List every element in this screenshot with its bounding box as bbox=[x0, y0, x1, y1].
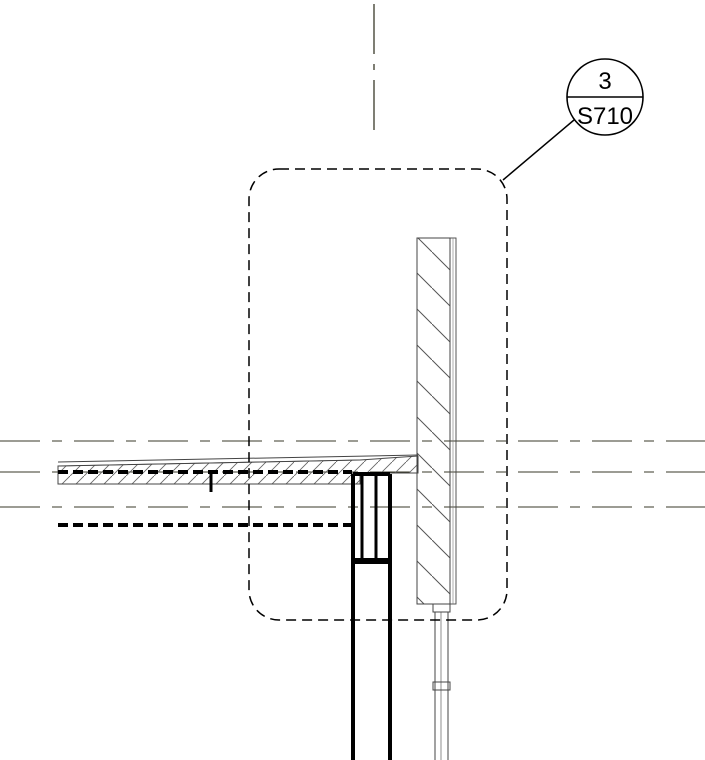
floor-slab bbox=[57, 454, 419, 485]
window-mullion bbox=[432, 603, 451, 760]
wall-panel bbox=[416, 237, 457, 605]
detail-callout-bubble[interactable]: 3 S710 bbox=[566, 58, 644, 136]
sheet-number: S710 bbox=[577, 103, 633, 130]
callout-leader bbox=[502, 119, 575, 181]
steel-column bbox=[351, 472, 392, 760]
detail-boundary bbox=[248, 168, 508, 621]
detail-number: 3 bbox=[598, 68, 611, 95]
beam-dashed-lines bbox=[58, 470, 352, 527]
